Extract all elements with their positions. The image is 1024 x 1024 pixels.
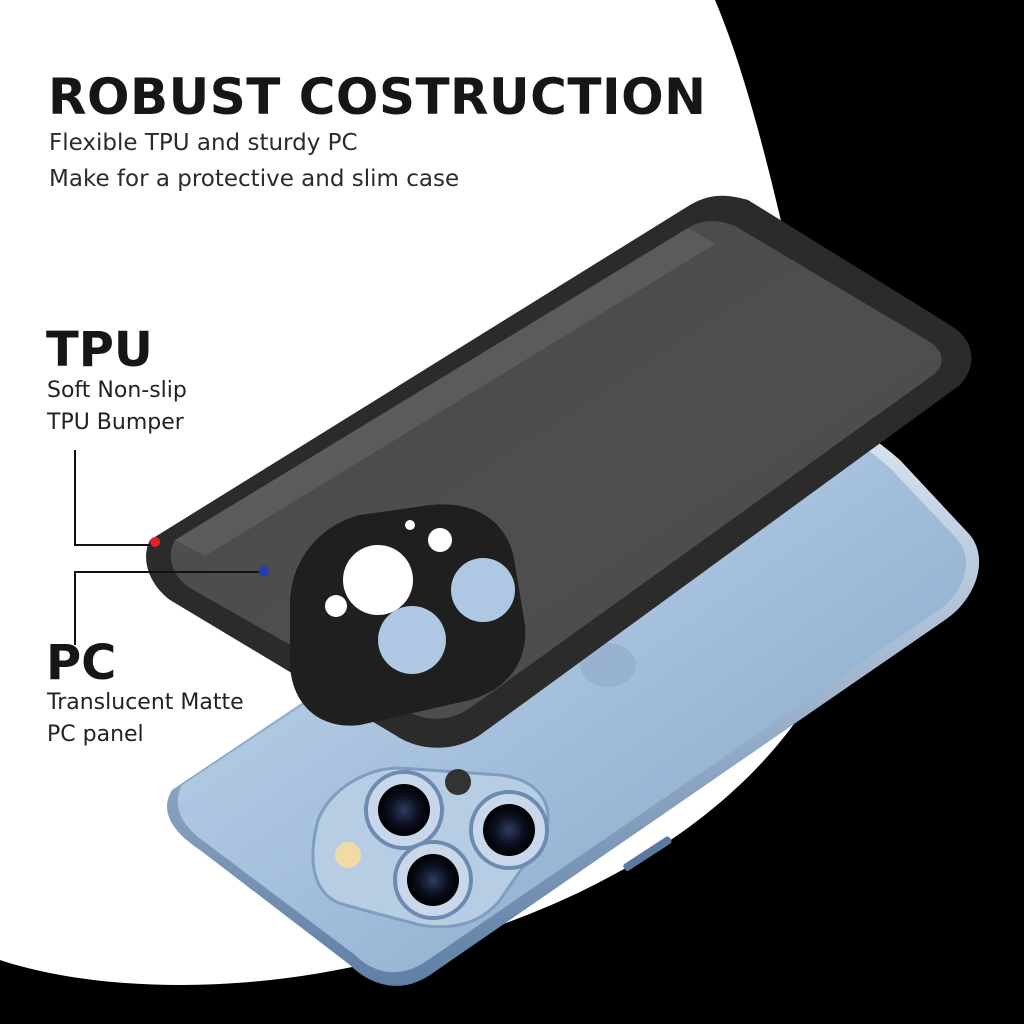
camera-cutout (290, 504, 526, 726)
camera-lens (469, 790, 549, 870)
subtitle-line-2: Make for a protective and slim case (49, 166, 460, 192)
phone (167, 406, 980, 986)
tpu-desc-line-2: TPU Bumper (47, 410, 184, 435)
camera-lens (393, 840, 473, 920)
pc-desc-line-2: PC panel (47, 722, 144, 747)
subtitle-line-1: Flexible TPU and sturdy PC (49, 130, 358, 156)
lidar-sensor (445, 769, 471, 795)
tpu-desc-line-1: Soft Non-slip (47, 378, 187, 403)
tpu-title: TPU (46, 322, 153, 378)
camera-flash (335, 842, 361, 868)
pc-leader-line (74, 571, 262, 645)
pc-desc-line-1: Translucent Matte (47, 690, 244, 715)
pc-title: PC (46, 635, 117, 691)
headline: ROBUST COSTRUCTION (48, 68, 707, 126)
camera-lens (364, 770, 444, 850)
pc-marker-dot (259, 566, 269, 576)
tpu-marker-dot (150, 537, 160, 547)
tpu-leader-line (74, 450, 155, 546)
phone-case (146, 195, 972, 748)
